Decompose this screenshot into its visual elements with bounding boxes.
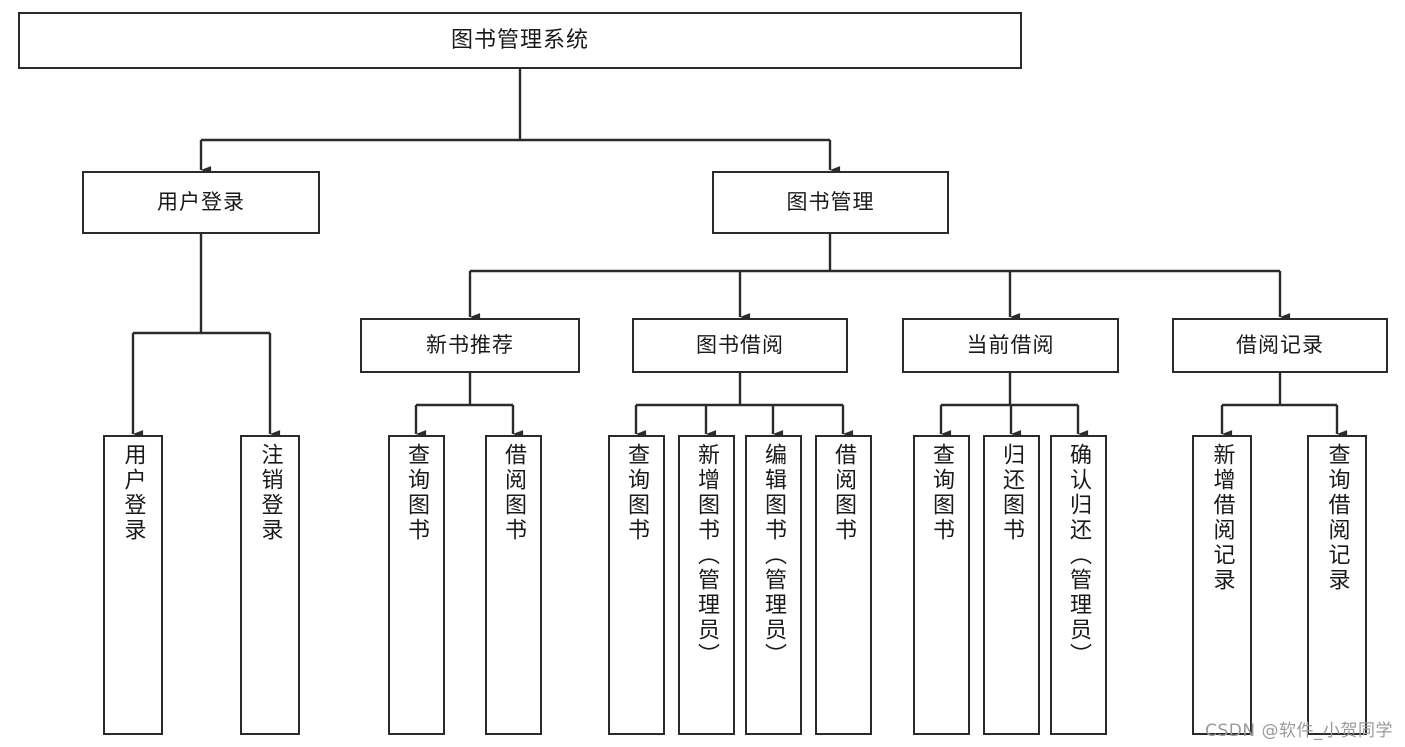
node-leaf-return-book-label: 归还图书 (999, 443, 1025, 543)
node-leaf-borrow-book-2[interactable]: 借阅图书 (815, 435, 872, 735)
node-leaf-query-borrow-record-label: 查询借阅记录 (1324, 443, 1350, 593)
node-borrow-record-label: 借阅记录 (1236, 333, 1324, 358)
node-leaf-query-book-3[interactable]: 查询图书 (913, 435, 970, 735)
node-leaf-confirm-return-admin-label: 确认归还（管理员） (1066, 443, 1092, 668)
node-root-label: 图书管理系统 (450, 27, 589, 53)
node-leaf-user-login[interactable]: 用户登录 (103, 435, 163, 735)
node-leaf-return-book[interactable]: 归还图书 (983, 435, 1040, 735)
node-borrow-record[interactable]: 借阅记录 (1172, 318, 1388, 373)
node-leaf-edit-book-admin-label: 编辑图书（管理员） (761, 443, 787, 668)
node-leaf-add-borrow-record[interactable]: 新增借阅记录 (1192, 435, 1252, 735)
node-leaf-add-book-admin[interactable]: 新增图书（管理员） (678, 435, 735, 735)
node-book-borrow[interactable]: 图书借阅 (632, 318, 848, 373)
node-leaf-query-book-2[interactable]: 查询图书 (608, 435, 665, 735)
node-leaf-query-book-3-label: 查询图书 (929, 443, 955, 543)
node-new-book-recommend[interactable]: 新书推荐 (360, 318, 580, 373)
node-user-login-label: 用户登录 (157, 190, 245, 215)
node-root[interactable]: 图书管理系统 (18, 12, 1022, 69)
node-leaf-add-borrow-record-label: 新增借阅记录 (1209, 443, 1235, 593)
node-leaf-query-borrow-record[interactable]: 查询借阅记录 (1307, 435, 1367, 735)
node-user-login[interactable]: 用户登录 (82, 171, 320, 234)
node-leaf-borrow-book-2-label: 借阅图书 (831, 443, 857, 543)
node-book-management-label: 图书管理 (786, 190, 875, 215)
node-book-management[interactable]: 图书管理 (712, 171, 949, 234)
node-leaf-query-book-1[interactable]: 查询图书 (388, 435, 445, 735)
node-leaf-user-login-label: 用户登录 (120, 443, 146, 543)
node-leaf-edit-book-admin[interactable]: 编辑图书（管理员） (745, 435, 802, 735)
node-leaf-query-book-2-label: 查询图书 (624, 443, 650, 543)
node-leaf-borrow-book-1-label: 借阅图书 (501, 443, 527, 543)
node-leaf-user-logout-label: 注销登录 (257, 443, 283, 543)
edge-group (131, 69, 1348, 438)
node-current-borrow-label: 当前借阅 (966, 333, 1055, 358)
node-leaf-user-logout[interactable]: 注销登录 (240, 435, 300, 735)
node-new-book-recommend-label: 新书推荐 (426, 333, 514, 358)
node-leaf-add-book-admin-label: 新增图书（管理员） (694, 443, 720, 668)
node-leaf-query-book-1-label: 查询图书 (404, 443, 430, 543)
node-leaf-borrow-book-1[interactable]: 借阅图书 (485, 435, 542, 735)
watermark-label: CSDN @软件_小贺同学 (1205, 721, 1393, 741)
node-leaf-confirm-return-admin[interactable]: 确认归还（管理员） (1050, 435, 1107, 735)
node-current-borrow[interactable]: 当前借阅 (902, 318, 1119, 373)
node-book-borrow-label: 图书借阅 (696, 333, 784, 358)
